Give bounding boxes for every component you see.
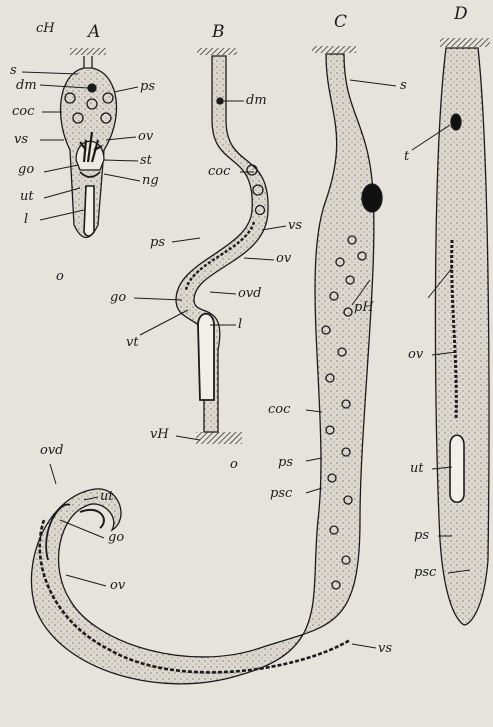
panel-a-attachment-hatch: [70, 48, 106, 55]
label-b-l: l: [238, 318, 242, 331]
panel-b-body: [176, 56, 268, 432]
label-b-ov: ov: [276, 252, 291, 265]
label-b-o: o: [230, 458, 238, 471]
panel-d-hatch: [440, 38, 490, 47]
panel-letter-c: C: [334, 14, 347, 31]
panel-a-drawing: [61, 48, 117, 238]
label-d-ov: ov: [408, 348, 423, 361]
label-d-ut: ut: [410, 462, 424, 475]
label-b-vs: vs: [288, 219, 302, 232]
label-a-o: o: [56, 270, 64, 283]
panel-c-dark-organ: [362, 184, 382, 212]
label-b-vt: vt: [126, 336, 139, 349]
panel-letter-d: D: [454, 6, 468, 23]
label-d-psc: psc: [414, 566, 436, 579]
label-c-s: s: [400, 79, 407, 92]
label-c-coc: coc: [268, 403, 290, 416]
panel-d-body: [435, 48, 489, 625]
label-b-ovd: ovd: [238, 287, 262, 300]
label-b-coc: coc: [208, 165, 230, 178]
panel-a-dark-spot: [88, 84, 96, 92]
panel-a-stalk: [84, 56, 92, 68]
label-a-ch: cH: [36, 22, 55, 35]
label-bl-ovd: ovd: [40, 444, 64, 457]
panel-letter-b: B: [212, 24, 225, 41]
label-a-ut: ut: [20, 190, 34, 203]
label-a-ov: ov: [138, 130, 153, 143]
panel-d-drawing: [435, 38, 490, 625]
label-a-dm: dm: [16, 79, 37, 92]
label-a-ps: ps: [140, 80, 155, 93]
label-b-dm: dm: [246, 94, 267, 107]
label-bl-go: go: [108, 531, 124, 544]
label-bl-ov: ov: [110, 579, 125, 592]
label-a-vs: vs: [14, 133, 28, 146]
panel-c-hatch: [312, 46, 356, 53]
label-a-ng: ng: [142, 174, 159, 187]
label-b-go: go: [110, 291, 126, 304]
panel-letter-a: A: [88, 24, 100, 41]
label-c-psc: psc: [270, 487, 292, 500]
label-a-st: st: [140, 154, 152, 167]
label-a-l: l: [24, 213, 28, 226]
panel-a-duct: [84, 186, 94, 236]
label-d-t: t: [404, 150, 409, 163]
label-c-ph: pH: [354, 301, 374, 314]
label-d-ps: ps: [414, 529, 429, 542]
label-a-coc: coc: [12, 105, 34, 118]
label-c-vs: vs: [378, 642, 392, 655]
label-c-ps: ps: [278, 456, 293, 469]
label-b-ps: ps: [150, 236, 165, 249]
label-a-go: go: [18, 163, 34, 176]
panel-b-bottom-hatch: [196, 432, 242, 444]
panel-b-top-hatch: [197, 48, 237, 55]
label-bl-ut: ut: [100, 490, 114, 503]
label-b-vh: vH: [150, 428, 169, 441]
label-a-s: s: [10, 64, 17, 77]
